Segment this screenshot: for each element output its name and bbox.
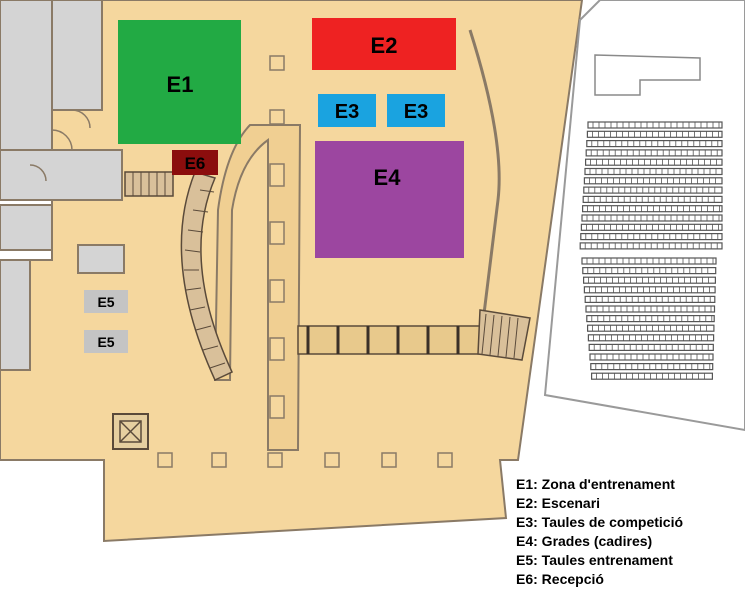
- seat-row: [583, 186, 723, 194]
- seat-row: [585, 305, 716, 313]
- zone-e6-label: E6: [185, 154, 206, 173]
- zone-e3-left-label: E3: [335, 101, 359, 123]
- zone-e5-top-label: E5: [97, 294, 114, 310]
- seat-row: [590, 363, 714, 371]
- seat-row: [589, 353, 714, 361]
- seat-row: [587, 334, 715, 342]
- zone-e3-left: [318, 94, 376, 127]
- zone-e5-bottom: [84, 330, 128, 353]
- curved-stairs: [180, 171, 233, 382]
- legend-item-e3: E3: Taules de competició: [516, 514, 684, 530]
- seat-row: [586, 130, 723, 138]
- legend-item-e4: E4: Grades (cadires): [516, 533, 653, 549]
- legend-item-e1: E1: Zona d'entrenament: [516, 476, 675, 492]
- seat-row: [583, 177, 723, 185]
- seat-row: [586, 324, 715, 332]
- seat-row: [584, 158, 723, 166]
- seat-row: [586, 315, 715, 323]
- seat-row: [582, 276, 716, 284]
- seat-row: [585, 149, 723, 157]
- walkway-notches: [269, 163, 285, 419]
- stairs-left: [124, 171, 174, 197]
- legend-item-e6: E6: Recepció: [516, 571, 604, 587]
- seat-row: [587, 121, 723, 129]
- zone-e1: [118, 20, 241, 144]
- seat-row: [590, 372, 713, 380]
- zone-e5-top: [84, 290, 128, 313]
- seat-rows: [579, 121, 723, 380]
- seat-row: [586, 140, 723, 148]
- legend-item-e2: E2: Escenari: [516, 495, 601, 511]
- bridge: [297, 309, 531, 361]
- zone-e4: [315, 141, 464, 258]
- seat-row: [581, 257, 717, 265]
- zone-e3-right-label: E3: [404, 101, 428, 123]
- seat-row: [581, 205, 723, 213]
- zone-e4-label: E4: [374, 165, 402, 190]
- left-rooms: [0, 0, 125, 371]
- columns: [157, 55, 453, 468]
- zone-e2-label: E2: [371, 33, 398, 58]
- seat-row: [582, 267, 717, 275]
- zone-e6: [172, 150, 218, 175]
- seat-row: [580, 223, 723, 231]
- auditorium: [543, 0, 745, 432]
- zone-e5-bottom-label: E5: [97, 334, 114, 350]
- zone-e3-right: [387, 94, 445, 127]
- seat-row: [581, 214, 723, 222]
- door-arcs: [29, 109, 91, 182]
- seat-row: [588, 343, 714, 351]
- legend-item-e5: E5: Taules entrenament: [516, 552, 673, 568]
- seat-row: [584, 167, 723, 176]
- elevator-icon: [112, 413, 149, 450]
- curved-wall-right: [468, 29, 501, 331]
- legend: E1: Zona d'entrenament E2: Escenari E3: …: [516, 475, 741, 589]
- zone-e2: [312, 18, 456, 70]
- central-walkway: [213, 124, 302, 451]
- zone-e1-label: E1: [167, 72, 194, 97]
- seat-row: [582, 195, 723, 203]
